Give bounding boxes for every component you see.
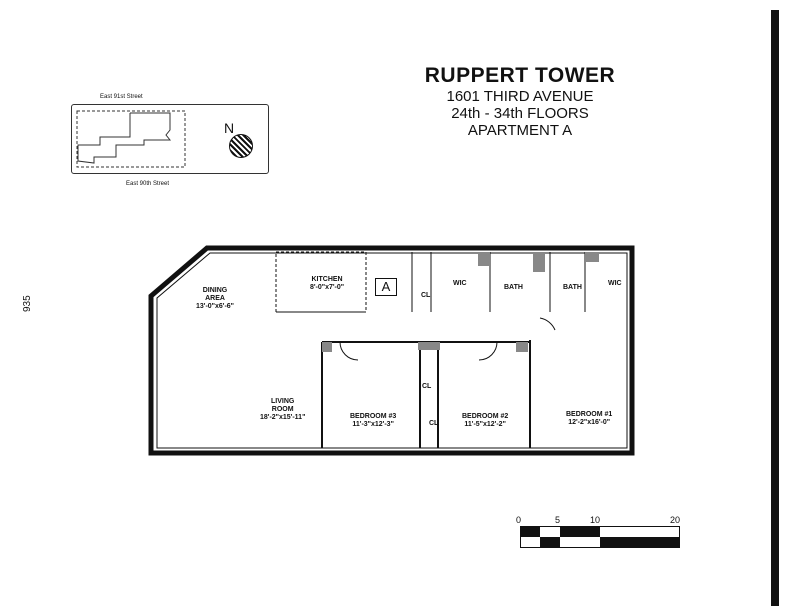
room-size: 13'-0"x6'-6": [196, 303, 234, 310]
right-edge-bar: [771, 10, 779, 606]
south-street-label: East 90th Street: [126, 181, 170, 187]
scale-bar: [520, 526, 680, 548]
scale-tick-label: 0: [516, 515, 522, 525]
unit-marker: A: [375, 278, 397, 296]
site-map-drawing: [76, 110, 186, 168]
room-name: DINING: [202, 287, 228, 294]
building-name: RUPPERT TOWER: [424, 64, 616, 87]
room-name: ROOM: [271, 406, 294, 413]
floors: 24th - 34th FLOORS: [451, 105, 589, 122]
room-size: 8'-0"x7'-0": [310, 284, 345, 291]
kitchen-label: KITCHEN 8'-0"x7'-0": [310, 276, 344, 292]
scale-tick-label: 10: [590, 515, 601, 525]
room-name: BEDROOM #2: [462, 413, 509, 420]
room-name: BEDROOM #3: [350, 413, 397, 420]
address: 1601 THIRD AVENUE: [446, 88, 594, 105]
bedroom-2-label: BEDROOM #2 11'-5"x12'-2": [462, 413, 508, 429]
title-block: RUPPERT TOWER 1601 THIRD AVENUE 24th - 3…: [400, 64, 640, 139]
dining-area-label: DINING AREA 13'-0"x6'-6": [196, 287, 234, 311]
north-label: N: [224, 120, 235, 136]
closet-label: CL: [429, 420, 439, 427]
bath-label: BATH: [504, 284, 523, 291]
bedroom-3-label: BEDROOM #3 11'-3"x12'-3": [350, 413, 396, 429]
scale-tick-label: 20: [670, 515, 681, 525]
room-name: LIVING: [271, 398, 295, 405]
room-name: AREA: [205, 295, 225, 302]
closet-label: CL: [422, 383, 432, 390]
room-name: BEDROOM #1: [566, 411, 613, 418]
closet-label: CL: [421, 292, 431, 299]
north-arrow-icon: [229, 134, 253, 158]
wic-label: WIC: [453, 280, 467, 287]
bath-label: BATH: [563, 284, 582, 291]
living-room-label: LIVING ROOM 18'-2"x15'-11": [260, 398, 305, 422]
scale-tick-label: 5: [555, 515, 561, 525]
room-size: 11'-5"x12'-2": [464, 421, 506, 428]
room-size: 18'-2"x15'-11": [260, 414, 306, 421]
room-size: 12'-2"x16'-0": [568, 419, 611, 426]
room-size: 11'-3"x12'-3": [352, 421, 394, 428]
wic-label: WIC: [608, 280, 622, 287]
unit-name: APARTMENT A: [467, 122, 573, 139]
room-name: KITCHEN: [311, 276, 343, 283]
north-street-label: East 91st Street: [100, 94, 143, 100]
site-map: [71, 104, 269, 174]
bedroom-1-label: BEDROOM #1 12'-2"x16'-0": [566, 411, 612, 427]
